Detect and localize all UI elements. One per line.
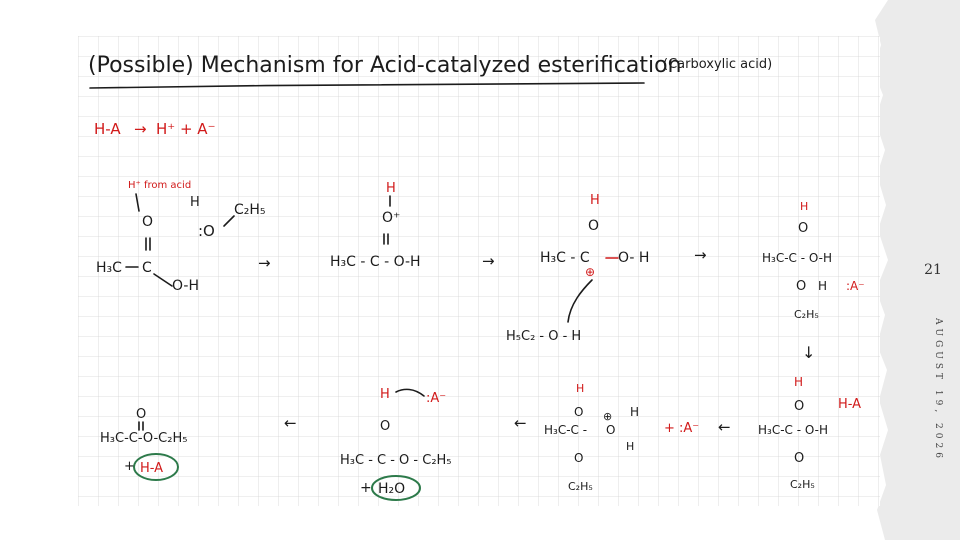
step6-oxygen: O [574, 405, 583, 419]
step8-ester: H₃C-C-O-C₂H₅ [100, 431, 187, 446]
step8-carbonyl-oxygen: O [136, 407, 146, 422]
step4-chain: H₃C-C - O-H [762, 251, 832, 265]
step7-arrow: ← [284, 414, 297, 432]
step1-ethanol-h: H [190, 195, 200, 210]
step4-proton: H [800, 200, 808, 213]
step1-ethanol-ethyl: C₂H₅ [234, 202, 266, 218]
step5-chain: H₃C-C - O-H [758, 423, 828, 437]
step6-chain: H₃C-C - [544, 423, 587, 437]
step5-arrow: ← [718, 418, 731, 436]
step1-ethanol-oxygen: :O [198, 222, 215, 240]
title-underline [89, 82, 645, 89]
step1-ethanol-bond [223, 215, 235, 227]
step2-proton: H [386, 181, 396, 196]
step8-double-bond [138, 421, 144, 431]
mechanism-title: (Possible) Mechanism for Acid-catalyzed … [88, 53, 682, 78]
step2-double-bond [383, 233, 389, 245]
step7-water-circle [371, 475, 421, 501]
acid-products: H⁺ + A⁻ [156, 120, 215, 138]
step6-oxonium-charge: ⊕ [603, 410, 612, 423]
notebook-grid [78, 36, 880, 506]
step4-ethyl: C₂H₅ [794, 308, 819, 321]
proton-attack-arrow [135, 193, 140, 212]
step7-chain: H₃C - C - O - C₂H₅ [340, 453, 452, 468]
slide-number: 21 [924, 262, 942, 278]
step4-arrow: ↓ [802, 343, 815, 362]
step1-methyl: H₃C [96, 260, 122, 276]
step4-base: :A⁻ [846, 279, 865, 293]
step5-oxygen: O [794, 399, 804, 414]
step6-base: + :A⁻ [664, 421, 699, 436]
step3-chain: H₃C - C [540, 250, 590, 266]
step2-arrow: → [482, 252, 495, 270]
step6-h1: H [630, 405, 639, 419]
step5-acid: H-A [838, 397, 861, 412]
step7-proton: H [380, 387, 390, 402]
step7-oxygen: O [380, 419, 390, 434]
step3-arrow: → [694, 246, 707, 264]
step3-hydroxyl: O- H [618, 250, 649, 266]
step2-chain: H₃C - C - O-H [330, 254, 421, 270]
step6-proton: H [576, 382, 584, 395]
step4-oxygen: O [798, 221, 808, 236]
step3-nucleophile-arrow [567, 279, 593, 323]
step7-water: H₂O [378, 481, 405, 497]
slide-date: AUGUST 19, 2026 [933, 318, 943, 462]
step4-ether-h: H [818, 279, 827, 293]
step8-plus: + [124, 459, 135, 474]
step7-plus: + [360, 480, 372, 496]
step3-carbocation: ⊕ [585, 265, 595, 279]
step1-carbon: C [142, 260, 152, 276]
step1-double-bond [145, 237, 151, 251]
step7-base: :A⁻ [426, 391, 446, 406]
handwritten-notes-canvas: (Possible) Mechanism for Acid-catalyzed … [78, 36, 880, 506]
step5-proton: H [794, 375, 803, 389]
step4-ether-oxygen: O [796, 279, 806, 294]
step3-proton: H [590, 193, 600, 208]
dissociation-arrow: → [134, 120, 147, 138]
step1-arrow: → [258, 254, 271, 272]
step1-bond-oh [153, 273, 173, 287]
step1-hydroxyl: O-H [172, 278, 199, 294]
step7-deprotonation-arrow [395, 388, 425, 397]
step1-carbonyl-oxygen: O [142, 214, 153, 230]
step2-oxonium: O⁺ [382, 210, 400, 226]
step5-ether-oxygen: O [794, 451, 804, 466]
step8-catalyst-circle [133, 453, 179, 481]
step6-oxonium: O [606, 423, 615, 437]
step6-ether-oxygen: O [574, 451, 583, 465]
mechanism-title-note: (Carboxylic acid) [663, 57, 772, 72]
step3-oxygen: O [588, 218, 599, 234]
step6-arrow: ← [514, 414, 527, 432]
torn-paper-edge [873, 0, 915, 540]
step6-ethyl: C₂H₅ [568, 480, 593, 493]
step3-ethanol: H₅C₂ - O - H [506, 329, 581, 344]
acid-reactant: H-A [94, 120, 121, 138]
step8-catalyst: H-A [140, 461, 163, 476]
proton-source-annotation: H⁺ from acid [128, 180, 191, 191]
step6-h2: H [626, 440, 634, 453]
step5-ethyl: C₂H₅ [790, 478, 815, 491]
